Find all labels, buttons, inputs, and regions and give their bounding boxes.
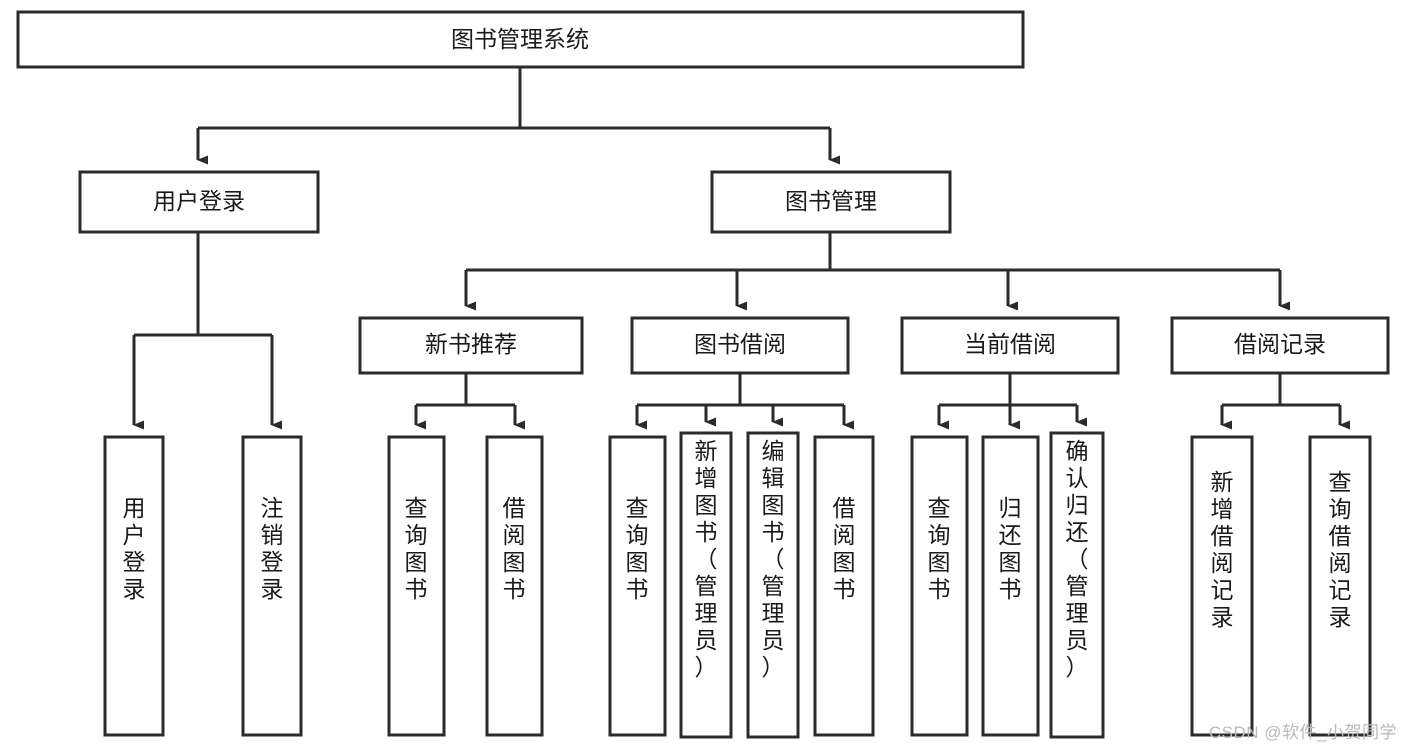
leaf-node[interactable]: 新增借阅记录 <box>1190 435 1254 737</box>
node-borrow-record-label: 借阅记录 <box>1234 331 1326 357</box>
node-current-borrow-label: 当前借阅 <box>964 331 1056 357</box>
leaf-return-book-box <box>981 435 1040 737</box>
leaf-add-book-admin-label: 新增图书（管理员） <box>695 438 718 680</box>
leaf-node[interactable]: 查询图书 <box>910 435 969 737</box>
leaf-node[interactable]: 查询图书 <box>608 435 667 737</box>
leaf-borrow-book-new-label: 借阅图书 <box>503 495 526 602</box>
leaf-node[interactable]: 借阅图书 <box>813 435 875 737</box>
leaf-node[interactable]: 查询借阅记录 <box>1308 435 1372 737</box>
leaf-add-record-label: 新增借阅记录 <box>1211 469 1234 630</box>
leaf-confirm-return-box <box>1049 431 1105 739</box>
leaf-user-login-box <box>103 435 165 737</box>
leaf-query-book-cur-box <box>910 435 969 737</box>
node-user-login[interactable]: 用户登录 <box>78 170 320 234</box>
leaf-node[interactable]: 确认归还（管理员） <box>1049 431 1105 739</box>
leaf-node[interactable]: 借阅图书 <box>485 435 544 737</box>
node-book-manage-label: 图书管理 <box>785 188 877 214</box>
node-book-manage[interactable]: 图书管理 <box>710 170 952 234</box>
leaf-user-login-label: 用户登录 <box>123 495 146 602</box>
leaf-user-logout-label: 注销登录 <box>261 495 284 602</box>
node-new-book-recommend-box <box>358 316 584 375</box>
node-book-borrow[interactable]: 图书借阅 <box>630 316 850 375</box>
node-user-login-box <box>78 170 320 234</box>
node-book-borrow-label: 图书借阅 <box>694 331 786 357</box>
csdn-watermark: CSDN @软件_小贺同学 <box>1208 723 1397 742</box>
leaf-node[interactable]: 查询图书 <box>387 435 446 737</box>
leaf-edit-book-admin-box <box>746 431 800 739</box>
leaf-borrow-book-box <box>813 435 875 737</box>
node-book-manage-box <box>710 170 952 234</box>
leaf-return-book-label: 归还图书 <box>999 495 1022 602</box>
leaf-add-book-admin-box <box>679 431 733 739</box>
leaf-query-book-borrow-box <box>608 435 667 737</box>
leaf-borrow-book-label: 借阅图书 <box>833 495 856 602</box>
connector-layer <box>132 67 1350 430</box>
leaf-user-logout-box <box>241 435 303 737</box>
leaf-borrow-book-new-box <box>485 435 544 737</box>
leaf-node[interactable]: 归还图书 <box>981 435 1040 737</box>
node-current-borrow[interactable]: 当前借阅 <box>900 316 1120 375</box>
node-borrow-record-box <box>1170 316 1390 375</box>
node-root-box <box>16 10 1025 69</box>
leaf-node[interactable]: 注销登录 <box>241 435 303 737</box>
leaf-query-book-cur-label: 查询图书 <box>928 495 951 602</box>
leaf-add-record-box <box>1190 435 1254 737</box>
leaf-edit-book-admin-label: 编辑图书（管理员） <box>762 438 785 680</box>
leaf-node[interactable]: 编辑图书（管理员） <box>746 431 800 739</box>
leaf-query-book-new-box <box>387 435 446 737</box>
node-book-borrow-box <box>630 316 850 375</box>
node-user-login-label: 用户登录 <box>153 188 245 214</box>
node-root-label: 图书管理系统 <box>451 26 589 52</box>
node-current-borrow-box <box>900 316 1120 375</box>
node-borrow-record[interactable]: 借阅记录 <box>1170 316 1390 375</box>
leaf-query-record-box <box>1308 435 1372 737</box>
node-new-book-recommend[interactable]: 新书推荐 <box>358 316 584 375</box>
leaf-query-book-new-label: 查询图书 <box>405 495 428 602</box>
leaf-node[interactable]: 新增图书（管理员） <box>679 431 733 739</box>
leaf-node[interactable]: 用户登录 <box>103 435 165 737</box>
node-root[interactable]: 图书管理系统 <box>16 10 1025 69</box>
leaf-confirm-return-label: 确认归还（管理员） <box>1066 438 1089 680</box>
leaf-query-record-label: 查询借阅记录 <box>1329 469 1352 630</box>
node-new-book-recommend-label: 新书推荐 <box>425 331 517 357</box>
leaf-query-book-borrow-label: 查询图书 <box>626 495 649 602</box>
